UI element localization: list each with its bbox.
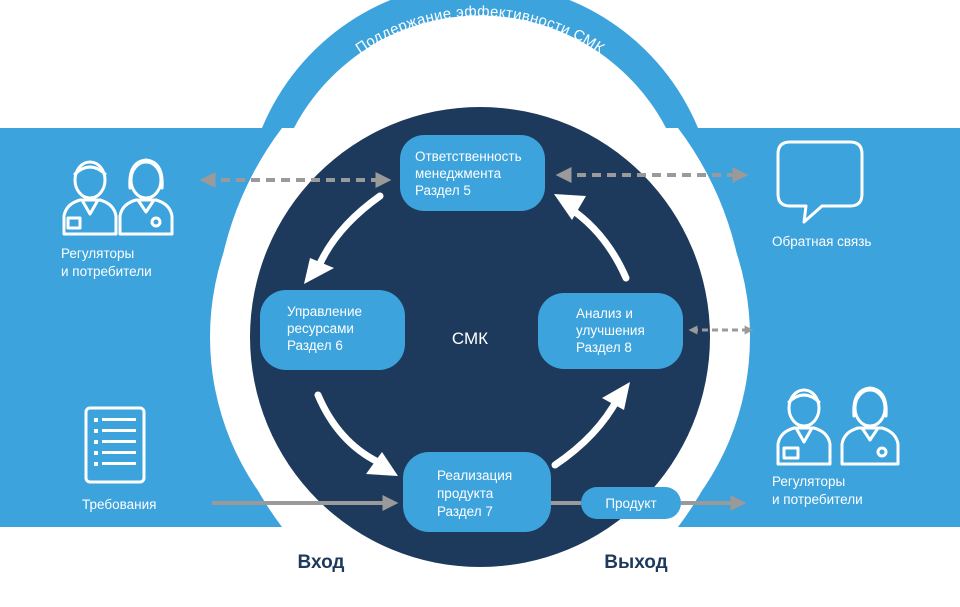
node-resources-line-3: Раздел 6 <box>287 338 343 353</box>
arrowhead-resources <box>304 258 334 284</box>
product-label: Продукт <box>605 496 656 511</box>
left-top-label-1: Регуляторы <box>61 246 134 261</box>
node-realization-line-3: Раздел 7 <box>437 504 493 519</box>
product-pill[interactable]: Продукт <box>581 487 681 519</box>
arrowhead-management <box>554 194 586 220</box>
arrowhead-realization <box>366 452 398 476</box>
right-panel <box>678 128 960 527</box>
node-analysis[interactable]: Анализ и улучшения Раздел 8 <box>538 293 683 369</box>
node-resources-line-1: Управление <box>287 304 362 319</box>
arrow-resources-to-realization <box>314 391 382 466</box>
arrowhead-analysis <box>602 382 630 410</box>
speech-bubble-icon <box>776 140 864 224</box>
node-resources[interactable]: Управление ресурсами Раздел 6 <box>260 290 405 370</box>
node-management[interactable]: Ответственность менеджмента Раздел 5 <box>400 135 545 211</box>
connector-arrows <box>199 167 754 511</box>
output-label: Выход <box>604 552 667 573</box>
document-list-icon <box>84 406 146 484</box>
left-top-label-2: и потребители <box>61 264 152 279</box>
node-analysis-line-3: Раздел 8 <box>576 340 632 355</box>
node-realization-line-2: продукта <box>437 486 494 501</box>
node-resources-line-2: ресурсами <box>287 321 354 336</box>
node-realization[interactable]: Реализация продукта Раздел 7 <box>403 452 551 532</box>
node-realization-line-1: Реализация <box>437 468 512 483</box>
center-label: СМК <box>452 329 488 348</box>
people-icon <box>62 158 174 236</box>
input-label: Вход <box>298 552 345 573</box>
arrow-management-to-resources <box>314 192 384 272</box>
right-top-label: Обратная связь <box>772 234 871 249</box>
cycle-arrows <box>314 192 630 469</box>
node-analysis-line-1: Анализ и <box>576 306 633 321</box>
left-bottom-label: Требования <box>82 497 156 512</box>
node-management-line-2: менеджмента <box>415 166 502 181</box>
people-icon-right <box>776 386 900 466</box>
node-management-line-1: Ответственность <box>415 149 522 164</box>
node-analysis-line-2: улучшения <box>576 323 645 338</box>
arrow-realization-to-analysis <box>551 394 622 469</box>
right-bottom-label-2: и потребители <box>772 492 863 507</box>
right-bottom-label-1: Регуляторы <box>772 474 845 489</box>
node-management-line-3: Раздел 5 <box>415 183 471 198</box>
